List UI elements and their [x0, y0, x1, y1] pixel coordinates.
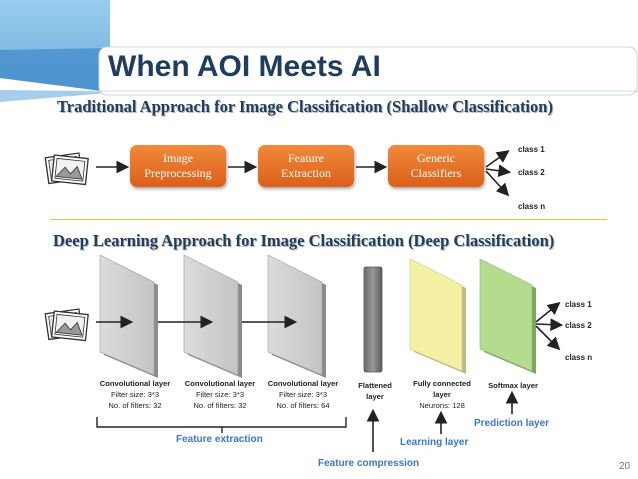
feature-extraction-annotation: Feature extraction: [176, 434, 263, 445]
trad-class-2: class 2: [518, 168, 545, 177]
slide-title: When AOI Meets AI: [108, 50, 381, 83]
feature-extraction-brace: [96, 417, 347, 428]
fully-connected-slab: [409, 258, 466, 374]
flattened-layer-bar: [363, 266, 383, 373]
traditional-heading: Traditional Approach for Image Classific…: [57, 97, 553, 116]
feature-compression-annotation: Feature compression: [318, 458, 420, 469]
trad-class-1: class 1: [518, 145, 545, 154]
page-number: 20: [619, 461, 631, 472]
learning-layer-annotation: Learning layer: [400, 437, 469, 448]
deep-class-n: class n: [565, 353, 593, 362]
conv-layer-2-label: Convolutional layer Filter size: 3*3 No.…: [184, 379, 256, 410]
section-divider: [50, 219, 607, 220]
conv-layer-1-slab: [99, 254, 158, 378]
deep-class-2: class 2: [565, 321, 592, 330]
title-bar-decoration: [0, 0, 638, 102]
deep-class-1: class 1: [565, 300, 592, 309]
softmax-slab: [479, 258, 536, 374]
conv-layer-3-slab: [267, 254, 326, 378]
conv-layer-1-label: Convolutional layer Filter size: 3*3 No.…: [99, 379, 171, 410]
softmax-label: Softmax layer: [488, 381, 538, 390]
fully-connected-label: Fully connected layer Neurons: 128: [413, 379, 471, 410]
prediction-layer-annotation: Prediction layer: [474, 418, 550, 429]
trad-class-n: class n: [518, 202, 546, 211]
flattened-layer-label: Flattened layer: [358, 381, 392, 401]
traditional-arrows: [96, 150, 512, 197]
deep-diagram: [96, 254, 564, 452]
deep-heading: Deep Learning Approach for Image Classif…: [53, 231, 555, 250]
image-stack-icon: [44, 152, 89, 186]
image-stack-icon: [44, 308, 89, 342]
conv-layer-3-label: Convolutional layer Filter size: 3*3 No.…: [267, 379, 339, 410]
conv-layer-2-slab: [183, 254, 242, 378]
